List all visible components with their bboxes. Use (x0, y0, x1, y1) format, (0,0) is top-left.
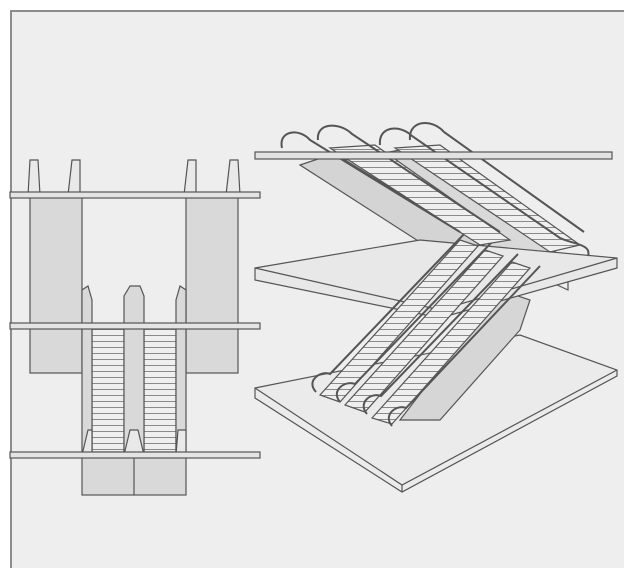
upper-left-block (29, 194, 83, 374)
post-2 (67, 159, 81, 196)
floor-slab-middle (9, 322, 261, 330)
post-4 (225, 159, 241, 196)
isometric-view (254, 122, 618, 493)
floor-slab-bottom (9, 451, 261, 459)
elevation-view (9, 159, 261, 496)
upper-right-block (185, 194, 239, 374)
iso-lower-escalator-3 (370, 261, 532, 425)
post-3 (183, 159, 197, 196)
iso-lower-escalator-1 (318, 239, 480, 403)
escalator-left-steps (91, 325, 125, 453)
post-1 (27, 159, 41, 196)
escalator-right-steps (143, 325, 177, 453)
iso-lower-escalator-2 (343, 249, 505, 413)
iso-floor-top (254, 151, 613, 160)
floor-slab-top (9, 191, 261, 199)
